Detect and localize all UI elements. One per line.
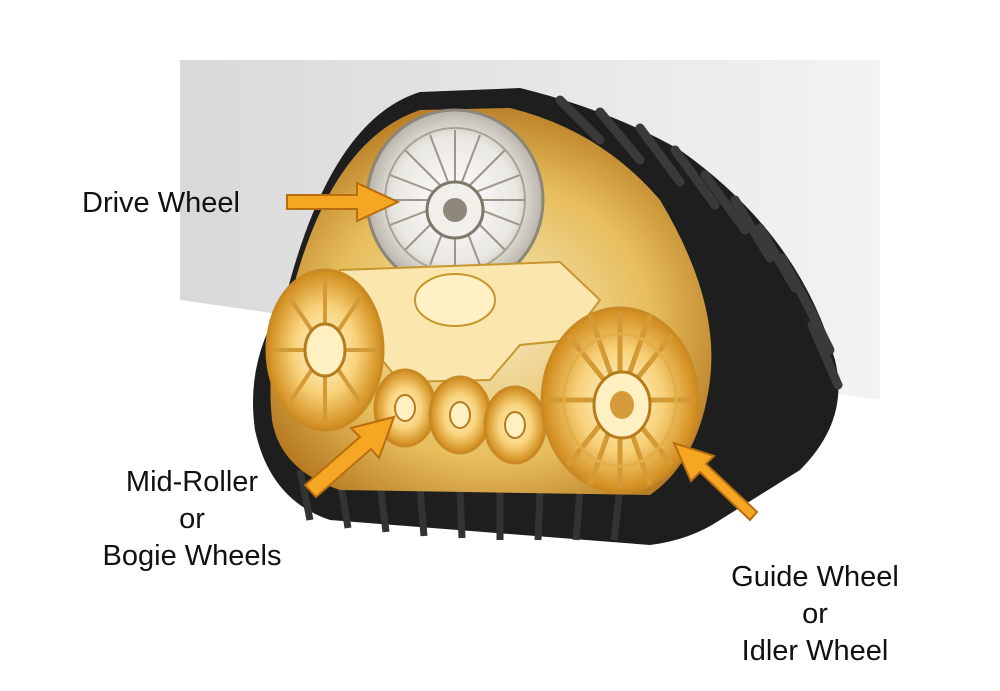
guide-wheel-line-3: Idler Wheel	[741, 635, 889, 667]
rear-idler-wheel	[265, 268, 385, 432]
drive-wheel-label: Drive Wheel	[82, 185, 240, 222]
drive-wheel-text: Drive Wheel	[82, 187, 240, 219]
guide-wheel-line-1: Guide Wheel	[731, 561, 899, 593]
guide-wheel-label: Guide Wheel or Idler Wheel	[710, 559, 920, 670]
mid-roller-label: Mid-Roller or Bogie Wheels	[86, 464, 298, 575]
mid-roller-line-3: Bogie Wheels	[102, 540, 282, 572]
guide-wheel-line-2: or	[802, 598, 828, 630]
guide-idler-wheel	[540, 306, 700, 494]
mid-roller-arrow	[303, 415, 396, 499]
bogie-wheel-2	[428, 375, 492, 455]
bogie-wheel-3	[483, 385, 547, 465]
drive-wheel-arrow	[286, 181, 401, 223]
guide-wheel-arrow	[672, 441, 759, 522]
mid-roller-line-1: Mid-Roller	[125, 466, 259, 498]
mid-roller-line-2: or	[179, 503, 205, 535]
